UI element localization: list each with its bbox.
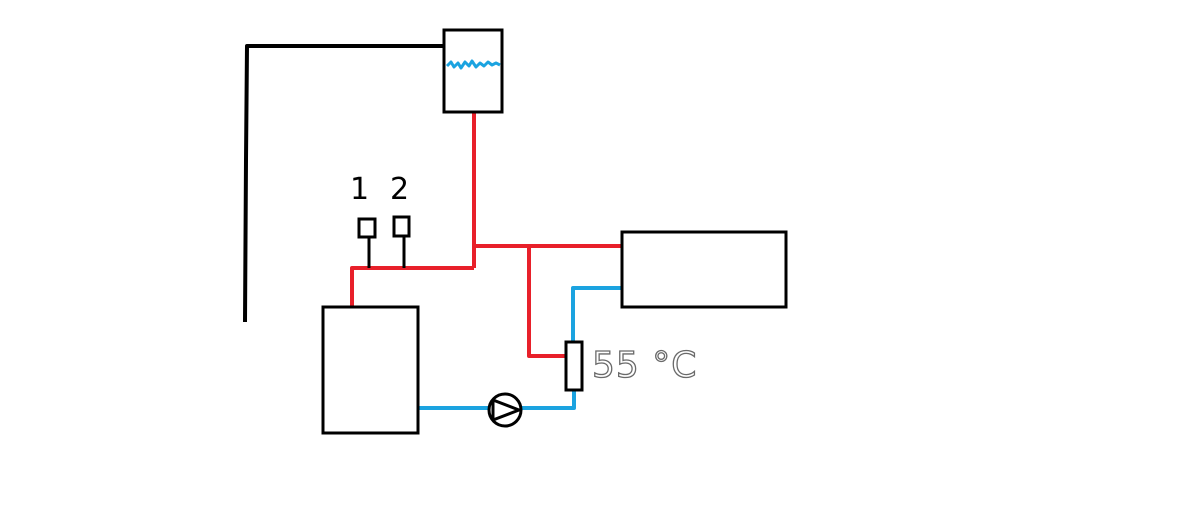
expansion-tank-body (442, 28, 504, 114)
sensor-1-box (357, 217, 377, 239)
circulation-pump-icon (487, 392, 523, 428)
supply-lines (350, 112, 622, 358)
boiler (321, 305, 420, 435)
return-from-thermostat-to-pump (521, 390, 576, 410)
thermostat-temperature-label: 55 °C (592, 345, 697, 386)
water-level-icon (445, 59, 501, 70)
return-from-radiator (571, 286, 622, 342)
expansion-tank (442, 28, 504, 114)
supply-branch-to-thermostat (527, 246, 566, 358)
supply-main-horizontal (350, 266, 474, 306)
sensor-2-label: 2 (390, 172, 409, 207)
return-lines (418, 286, 622, 410)
sensor-1-label: 1 (350, 172, 369, 207)
sensor-stems (367, 236, 406, 268)
black-pipe-line (243, 44, 444, 323)
sensor-2-box (392, 215, 411, 238)
thermostatic-valve (564, 340, 584, 392)
radiator (620, 230, 788, 309)
